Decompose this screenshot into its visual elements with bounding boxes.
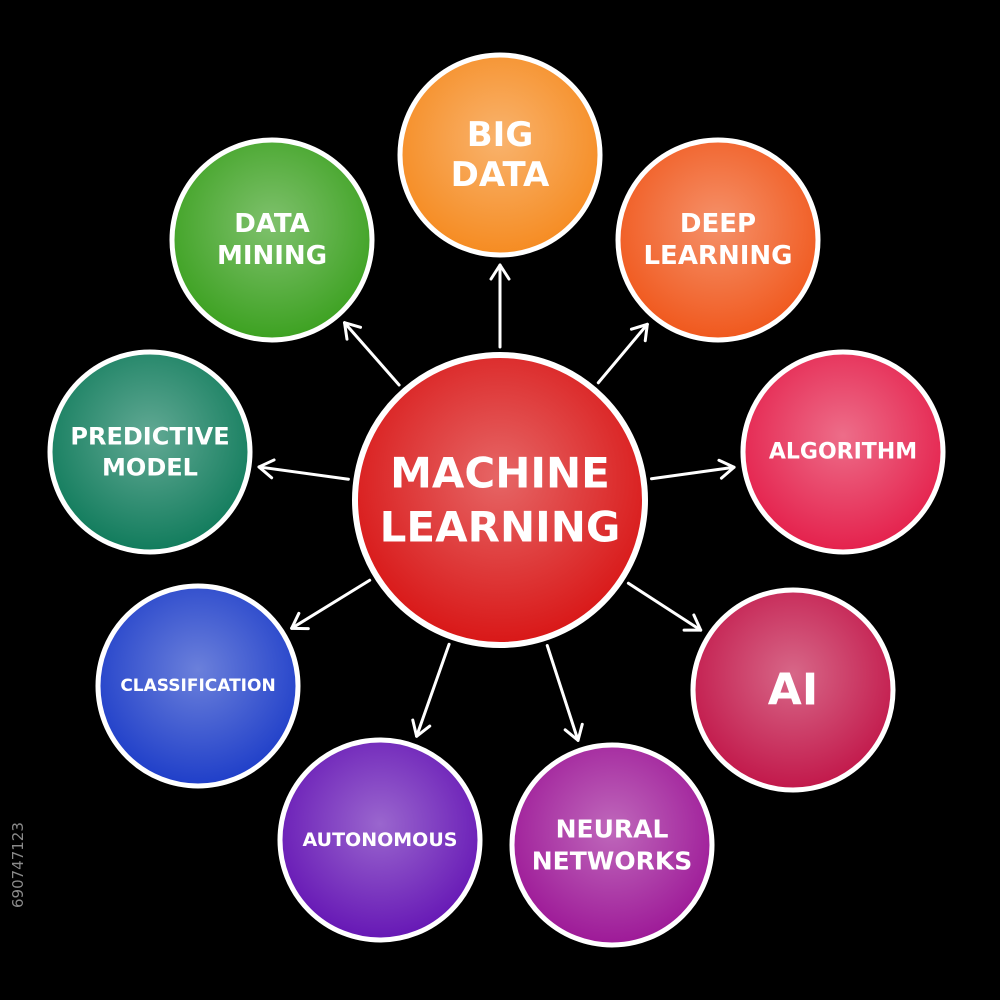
arrow-head [629, 322, 649, 343]
arrow-shaft [596, 322, 649, 385]
node-deep-learning-label-line2: LEARNING [643, 241, 792, 271]
center-label-line1: MACHINE [390, 449, 610, 498]
arrow-head [257, 458, 276, 480]
arrow-shaft [290, 578, 372, 630]
node-circle [509, 742, 715, 948]
node-circle [615, 137, 821, 343]
node-algorithm: ALGORITHM [740, 349, 946, 555]
arrow-head [290, 611, 310, 631]
node-autonomous: AUTONOMOUS [277, 737, 483, 943]
node-classification: CLASSIFICATION [95, 583, 301, 789]
stock-id-watermark: 690747123 [9, 822, 27, 908]
arrow-head [682, 613, 703, 632]
stock-id-text: 690747123 [9, 822, 27, 908]
arrow-head [489, 263, 511, 281]
arrow-head [563, 722, 584, 742]
arrow-shaft [626, 581, 703, 632]
arrow-to-big-data [489, 263, 511, 349]
arrow-to-neural-networks [545, 644, 584, 742]
node-predictive-model-label-line2: MODEL [102, 454, 198, 482]
node-circle [740, 349, 946, 555]
arrow-shaft [650, 465, 736, 481]
arrow-to-algorithm [650, 458, 736, 481]
central-node: MACHINE LEARNING [352, 352, 648, 648]
node-ai: AI [690, 587, 896, 793]
node-big-data-label-line2: DATA [451, 155, 550, 195]
arrow-to-classification [290, 578, 372, 631]
node-deep-learning-label-line1: DEEP [680, 209, 756, 239]
node-predictive-model: PREDICTIVE MODEL [47, 349, 253, 555]
node-circle [277, 737, 483, 943]
arrow-head [343, 321, 363, 341]
node-autonomous-label-line1: AUTONOMOUS [303, 829, 458, 851]
arrow-shaft [257, 465, 350, 481]
arrow-to-ai [626, 581, 703, 632]
node-big-data-label-line1: BIG [467, 115, 533, 155]
center-circle [352, 352, 648, 648]
arrow-shaft [545, 644, 580, 742]
arrow-to-autonomous [411, 642, 451, 738]
topic-nodes: BIGDATADEEPLEARNINGALGORITHMAINEURALNETW… [47, 52, 946, 948]
node-ai-label-line1: AI [768, 665, 818, 716]
node-circle [690, 587, 896, 793]
arrow-shaft [343, 321, 401, 387]
node-circle [397, 52, 603, 258]
center-label-line2: LEARNING [380, 503, 621, 552]
arrow-shaft [415, 642, 451, 738]
arrow-head [717, 458, 736, 480]
node-circle [95, 583, 301, 789]
node-circle [47, 349, 253, 555]
node-neural-networks-label-line1: NEURAL [556, 815, 669, 844]
center-node-machine-learning: MACHINE LEARNING [352, 352, 648, 648]
node-classification-label-line1: CLASSIFICATION [120, 676, 275, 696]
arrow-head [411, 718, 432, 738]
node-algorithm-label-line1: ALGORITHM [769, 440, 917, 465]
arrow-to-predictive-model [257, 458, 350, 481]
node-neural-networks-label-line2: NETWORKS [532, 847, 693, 876]
connector-arrows [257, 263, 736, 742]
node-predictive-model-label-line1: PREDICTIVE [70, 423, 229, 451]
node-neural-networks: NEURAL NETWORKS [509, 742, 715, 948]
arrow-to-deep-learning [596, 322, 649, 385]
arrow-to-data-mining [343, 321, 401, 387]
node-data-mining-label-line2: MINING [217, 241, 327, 271]
node-circle [169, 137, 375, 343]
node-data-mining-label-line1: DATA [234, 209, 310, 239]
